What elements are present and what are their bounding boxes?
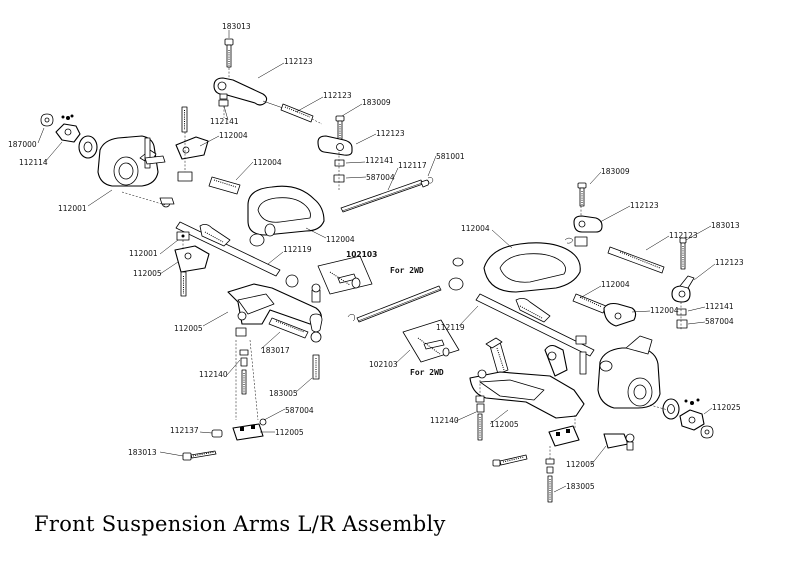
- part-label: 581001: [436, 152, 465, 161]
- part-label: 587004: [366, 173, 395, 182]
- part-label: 112123: [376, 129, 405, 138]
- page-title: Front Suspension Arms L/R Assembly: [34, 512, 446, 536]
- part-label: 112114: [19, 158, 48, 167]
- part-label: 112140: [199, 370, 228, 379]
- turnbuckle-upper: [262, 100, 314, 123]
- part-label: 112004: [601, 280, 630, 289]
- part-label: 112004: [219, 131, 248, 140]
- part-label: 112004: [461, 224, 490, 233]
- part-label: 112123: [323, 91, 352, 100]
- part-label: 183009: [362, 98, 391, 107]
- drive-shaft-2wd-bottom: [402, 319, 460, 363]
- lower-arm-shaft-left: [175, 221, 299, 288]
- part-label: 112005: [275, 428, 304, 437]
- upper-link-right: [572, 182, 695, 330]
- part-label: 112123: [284, 57, 313, 66]
- part-label: 183009: [601, 167, 630, 176]
- screw-183013-top: [224, 38, 234, 68]
- part-label: 102103: [346, 250, 377, 259]
- part-label: 112004: [326, 235, 355, 244]
- part-label: 183017: [261, 346, 290, 355]
- part-label: 183013: [711, 221, 740, 230]
- part-label: 587004: [705, 317, 734, 326]
- part-label: 587004: [285, 406, 314, 415]
- part-label: 183005: [269, 389, 298, 398]
- part-label: 112004: [253, 158, 282, 167]
- leader-lines: [37, 30, 716, 493]
- part-label: 112001: [58, 204, 87, 213]
- drive-shaft-2wd-top: [317, 255, 373, 295]
- hinge-pin-center: [347, 285, 442, 323]
- part-label: 112005: [566, 460, 595, 469]
- part-label: 187000: [8, 140, 37, 149]
- part-label: 102103: [369, 360, 398, 369]
- left-hub-assembly: [40, 113, 175, 208]
- part-label: 112141: [210, 117, 239, 126]
- part-label: 183013: [222, 22, 251, 31]
- part-label: 112119: [283, 245, 312, 254]
- part-label: 112119: [436, 323, 465, 332]
- lower-a-arm-left: [227, 283, 323, 343]
- part-label: 112025: [712, 403, 741, 412]
- part-label: 112005: [174, 324, 203, 333]
- upper-a-arm-left: [247, 185, 325, 247]
- upper-a-arm-right: [448, 237, 581, 293]
- lower-fasteners-left: [182, 339, 320, 461]
- part-label: 112141: [705, 302, 734, 311]
- upper-arm-mounts-left: [175, 106, 241, 195]
- part-label: 112123: [715, 258, 744, 267]
- right-hub-assembly: [579, 335, 714, 439]
- lower-mounts-left: [174, 231, 210, 297]
- lower-a-arm-right: [469, 337, 635, 503]
- upper-link-left: [213, 38, 353, 190]
- for-2wd-label: For 2WD: [410, 368, 444, 377]
- part-label: 183005: [566, 482, 595, 491]
- part-label: 112137: [170, 426, 199, 435]
- part-label: 112141: [365, 156, 394, 165]
- for-2wd-label: For 2WD: [390, 266, 424, 275]
- part-label: 112140: [430, 416, 459, 425]
- part-labels: 183013 112123 112123 183009 112123 11214…: [8, 22, 744, 491]
- part-label: 112005: [490, 420, 519, 429]
- part-label: 112005: [133, 269, 162, 278]
- hinge-pin-112117: [340, 177, 434, 213]
- part-label: 112123: [669, 231, 698, 240]
- part-label: 112123: [630, 201, 659, 210]
- lower-arm-shaft-right: [475, 293, 595, 357]
- part-label: 112004: [650, 306, 679, 315]
- part-label: 112001: [129, 249, 158, 258]
- part-label: 112117: [398, 161, 427, 170]
- part-label: 183013: [128, 448, 157, 457]
